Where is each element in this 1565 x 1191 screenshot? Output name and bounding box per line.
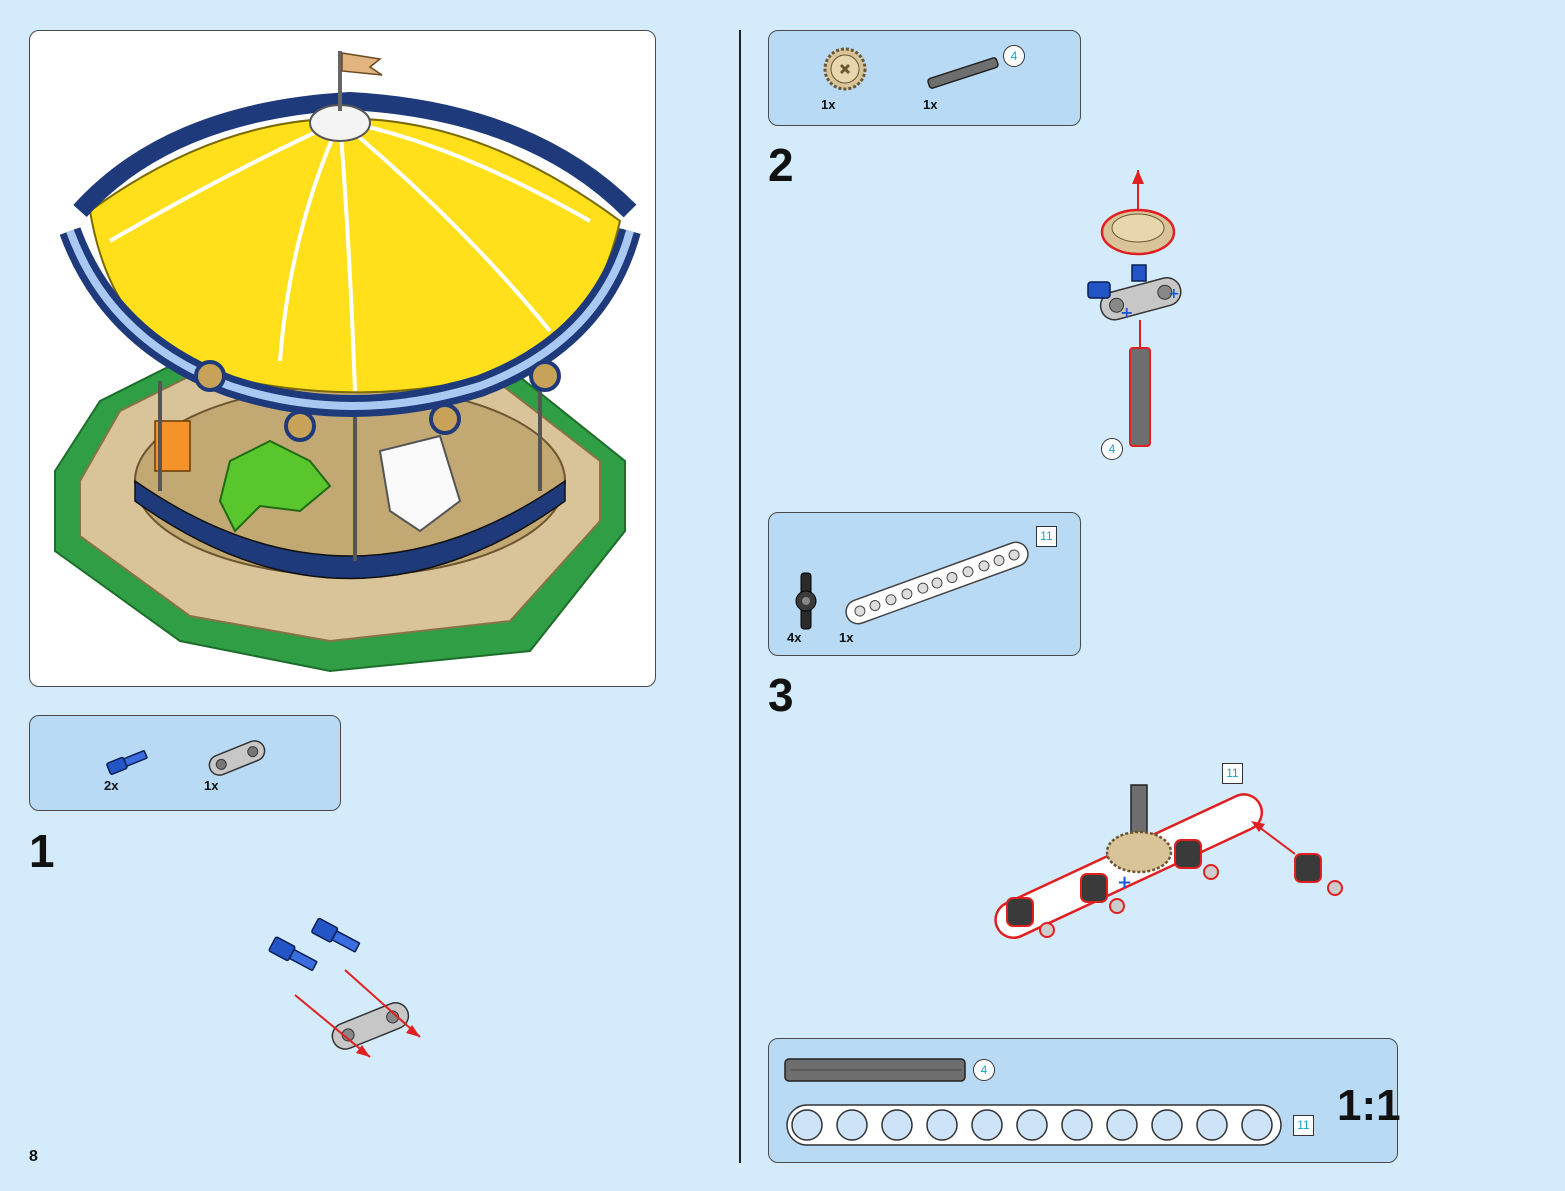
step-number: 1 (29, 828, 55, 874)
step-3-parts-panel: 4x 1x 11 (768, 512, 1081, 656)
step-number: 3 (768, 672, 794, 718)
page-number: 8 (29, 1148, 38, 1166)
flag (342, 53, 382, 75)
dark-gray-axle-4-icon (923, 53, 1003, 93)
dark-gray-axle (1130, 348, 1150, 446)
svg-text:+: + (1117, 872, 1132, 893)
step-number: 2 (768, 142, 794, 188)
finished-model-preview (29, 30, 656, 687)
axle-length-badge: 4 (1101, 438, 1123, 460)
part-quantity: 4x (787, 630, 801, 645)
tan-gear-20-tooth-icon (821, 45, 869, 93)
svg-text:+: + (1120, 303, 1133, 322)
svg-text:+: + (1168, 286, 1180, 302)
beam-length-badge: 11 (1036, 526, 1057, 547)
column-divider (739, 30, 741, 1163)
beam-length-badge: 11 (1222, 763, 1243, 784)
part-quantity: 2x (104, 778, 118, 793)
blue-axle-pin-icon (104, 746, 154, 776)
white-beam-11-icon (837, 533, 1037, 633)
step-2-parts-panel: 1x 1x 4 (768, 30, 1081, 126)
step-3-assembly-illustration: + (985, 780, 1355, 950)
part-quantity: 1x (204, 778, 218, 793)
part-quantity: 1x (821, 97, 835, 112)
carousel-model-illustration (30, 31, 655, 686)
part-quantity: 1x (839, 630, 853, 645)
dark-gray-axle-4-scale-icon (783, 1055, 969, 1085)
black-axle-connector-icon (791, 571, 821, 631)
step-1-assembly-illustration (250, 935, 440, 1070)
tan-gear (1107, 832, 1171, 872)
step-2-assembly-illustration: + + (1080, 170, 1190, 460)
scale-panel: 4 11 1:1 (768, 1038, 1398, 1163)
step-1-parts-panel: 2x 1x (29, 715, 341, 811)
axle-length-badge: 4 (1003, 45, 1025, 67)
scale-label: 1:1 (1337, 1081, 1401, 1131)
white-beam-11-scale-icon (785, 1103, 1285, 1147)
blue-pin (1088, 282, 1110, 298)
axle-length-badge: 4 (973, 1059, 995, 1081)
part-quantity: 1x (923, 97, 937, 112)
beam-length-badge: 11 (1293, 1115, 1314, 1136)
gray-liftarm-2-icon (204, 738, 270, 778)
